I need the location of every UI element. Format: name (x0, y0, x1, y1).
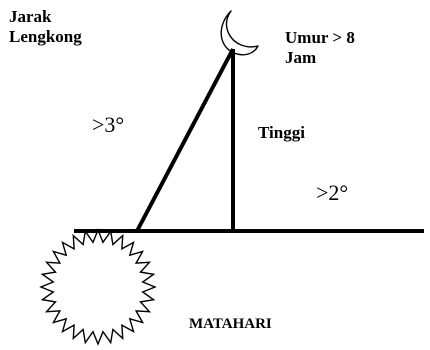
jarak-lengkong-label: Jarak Lengkong (9, 7, 82, 46)
jarak-lengkong-line-1: Jarak (9, 7, 52, 26)
moon-age-line-1: Umur > 8 (285, 28, 355, 47)
crescent-moon-icon (220, 10, 259, 56)
sun-icon (39, 228, 157, 346)
moon-age-line-2: Jam (285, 47, 317, 67)
altitude-label: Tinggi (258, 123, 305, 142)
moon-age-label: Umur > 8 Jam (285, 28, 355, 67)
altitude-angle-label: >2° (316, 180, 349, 205)
jarak-lengkong-line-2: Lengkong (9, 26, 82, 46)
elongation-line (135, 48, 235, 232)
sun-label: MATAHARI (189, 316, 272, 332)
elongation-angle-label: >3° (92, 112, 125, 137)
